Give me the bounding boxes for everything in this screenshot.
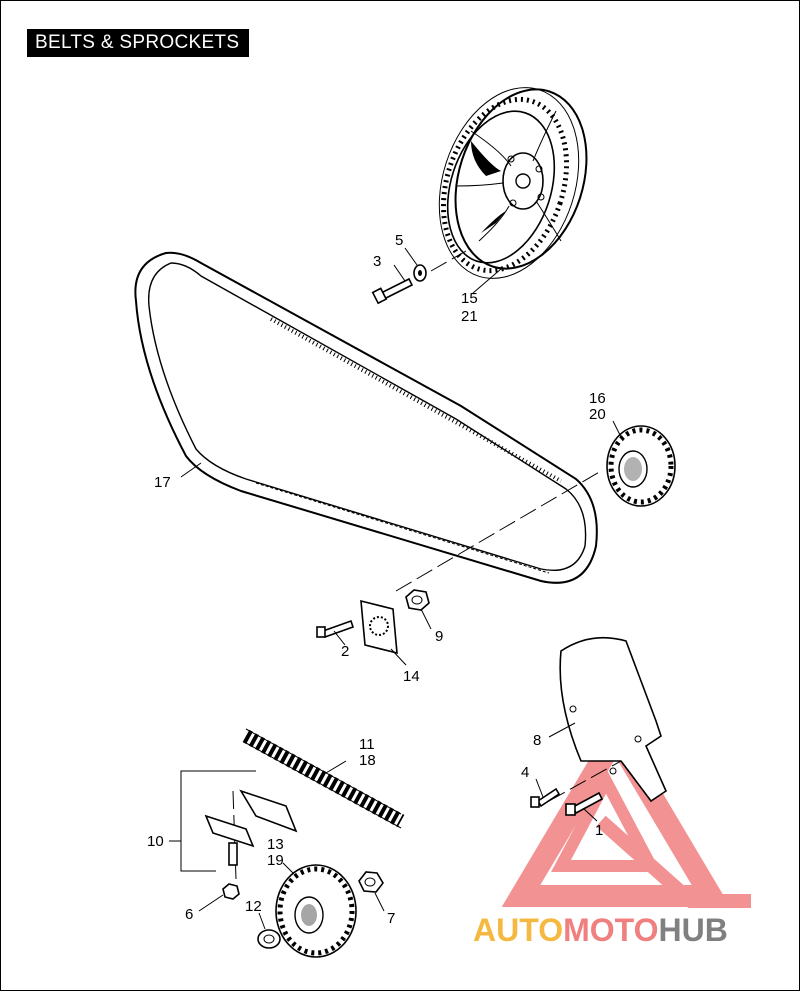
callout-21: 21 bbox=[461, 308, 478, 325]
washer-5 bbox=[413, 264, 427, 282]
centerline-cover bbox=[548, 760, 622, 802]
bolt-1 bbox=[565, 791, 604, 816]
nut-7 bbox=[358, 871, 384, 893]
centerline-rear bbox=[430, 250, 467, 272]
callout-12: 12 bbox=[245, 898, 262, 915]
callout-9: 9 bbox=[435, 628, 443, 645]
sprocket-cover-8 bbox=[559, 636, 668, 803]
callout-13: 13 bbox=[267, 836, 284, 853]
watermark-logo bbox=[501, 714, 751, 908]
callout-14: 14 bbox=[403, 668, 420, 685]
callout-15: 15 bbox=[461, 290, 478, 307]
callout-labels: 15 21 3 5 16 20 17 9 2 14 8 4 1 11 18 10… bbox=[147, 232, 606, 927]
watermark-text: AUTOMOTOHUB bbox=[473, 912, 728, 948]
callout-16: 16 bbox=[589, 390, 606, 407]
callout-7: 7 bbox=[387, 910, 395, 927]
nut-9 bbox=[405, 589, 430, 611]
callout-17: 17 bbox=[154, 474, 171, 491]
watermark-moto: MOTO bbox=[563, 912, 658, 948]
callout-4: 4 bbox=[521, 764, 529, 781]
svg-text:AUTOMOTOHUB: AUTOMOTOHUB bbox=[473, 912, 728, 948]
callout-1: 1 bbox=[595, 822, 603, 839]
callout-5: 5 bbox=[395, 232, 403, 249]
centerline-front bbox=[395, 470, 602, 592]
bolt-3 bbox=[371, 277, 414, 305]
front-pulley bbox=[606, 425, 676, 507]
watermark-hub: HUB bbox=[658, 912, 727, 948]
callout-2: 2 bbox=[341, 643, 349, 660]
callout-19: 19 bbox=[267, 852, 284, 869]
bolt-4 bbox=[530, 787, 561, 808]
callout-18: 18 bbox=[359, 752, 376, 769]
compensator-sprocket bbox=[275, 864, 357, 958]
nut-6 bbox=[222, 883, 240, 900]
callout-3: 3 bbox=[373, 253, 381, 270]
callout-20: 20 bbox=[589, 406, 606, 423]
leader-lines bbox=[169, 247, 624, 930]
bolt-2 bbox=[316, 619, 355, 639]
watermark-auto: AUTO bbox=[473, 912, 563, 948]
callout-8: 8 bbox=[533, 732, 541, 749]
page-title: BELTS & SPROCKETS bbox=[27, 29, 250, 57]
callout-11: 11 bbox=[359, 736, 375, 753]
callout-10: 10 bbox=[147, 833, 164, 850]
spacer-12 bbox=[257, 929, 281, 949]
drive-belt bbox=[134, 251, 598, 584]
callout-6: 6 bbox=[185, 906, 193, 923]
lock-plate-14 bbox=[360, 599, 398, 655]
chain-adjuster bbox=[204, 789, 298, 866]
primary-chain bbox=[242, 728, 405, 829]
rear-pulley bbox=[438, 87, 588, 279]
